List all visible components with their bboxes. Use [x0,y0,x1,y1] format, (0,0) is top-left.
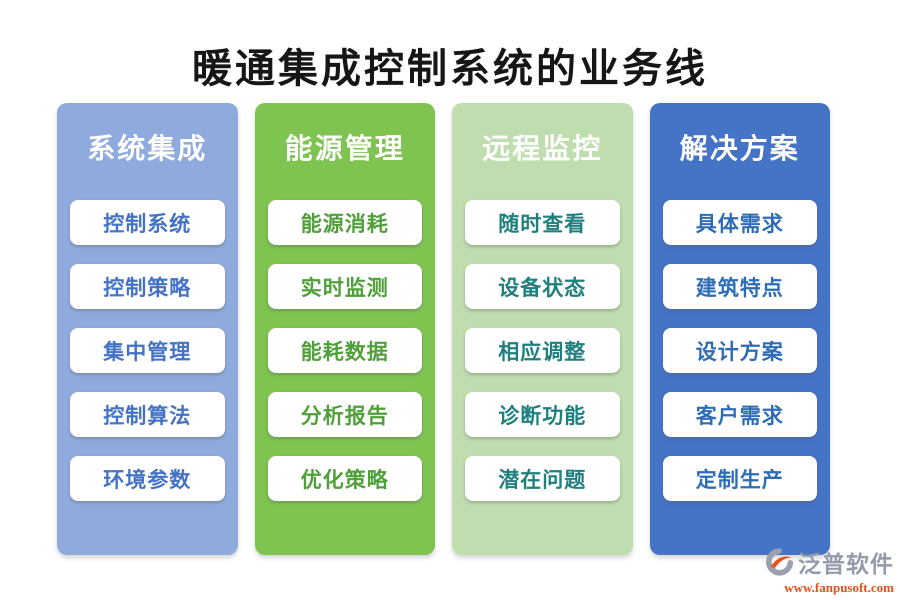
column-system-integration: 系统集成 控制系统 控制策略 集中管理 控制算法 环境参数 [57,103,238,555]
item-card: 设备状态 [465,264,620,309]
column-header: 解决方案 [679,134,800,165]
logo-url: www.fanpusoft.com [784,580,894,595]
diagram-title: 暖通集成控制系统的业务线 [192,46,708,91]
item-card: 控制策略 [70,264,225,309]
fanpu-logo-icon [765,547,795,577]
column-header: 系统集成 [87,134,208,165]
logo-text: 泛普软件 [798,552,894,577]
column-remote-monitoring: 远程监控 随时查看 设备状态 相应调整 诊断功能 潜在问题 [452,103,633,555]
item-card: 能耗数据 [267,328,422,373]
column-items: 随时查看 设备状态 相应调整 诊断功能 潜在问题 [452,200,633,501]
item-card: 分析报告 [267,392,422,437]
item-card: 潜在问题 [465,456,620,501]
business-columns: 系统集成 控制系统 控制策略 集中管理 控制算法 环境参数 能源管理 能源消耗 … [57,103,830,555]
item-card: 诊断功能 [465,392,620,437]
item-card: 设计方案 [662,328,817,373]
item-card: 能源消耗 [267,200,422,245]
item-card: 具体需求 [662,200,817,245]
column-header: 远程监控 [482,134,603,165]
item-card: 相应调整 [465,328,620,373]
item-card: 建筑特点 [662,264,817,309]
column-header: 能源管理 [284,134,405,165]
item-card: 优化策略 [267,456,422,501]
item-card: 控制系统 [70,200,225,245]
item-card: 随时查看 [465,200,620,245]
item-card: 环境参数 [70,456,225,501]
column-solutions: 解决方案 具体需求 建筑特点 设计方案 客户需求 定制生产 [649,103,831,555]
fanpu-logo: 泛普软件 www.fanpusoft.com [765,545,894,596]
column-items: 控制系统 控制策略 集中管理 控制算法 环境参数 [57,200,238,501]
column-energy-management: 能源管理 能源消耗 实时监测 能耗数据 分析报告 优化策略 [254,103,436,555]
item-card: 实时监测 [267,264,422,309]
column-items: 具体需求 建筑特点 设计方案 客户需求 定制生产 [650,200,831,501]
item-card: 集中管理 [70,328,225,373]
item-card: 定制生产 [662,456,817,501]
item-card: 控制算法 [70,392,225,437]
item-card: 客户需求 [662,392,817,437]
column-items: 能源消耗 实时监测 能耗数据 分析报告 优化策略 [255,200,436,501]
